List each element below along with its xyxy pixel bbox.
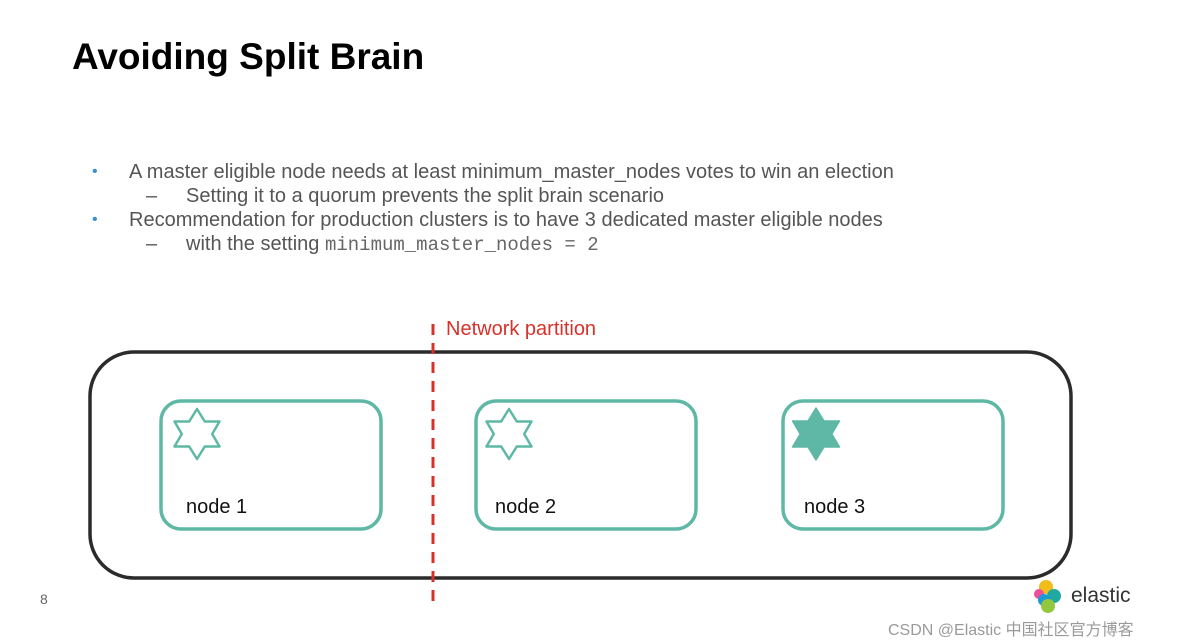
sub-bullet-marker: – — [146, 185, 158, 207]
bullet-marker: • — [92, 163, 98, 180]
node-label: node 3 — [804, 496, 866, 518]
logo-text: elastic — [1071, 584, 1131, 607]
star-outline-icon — [173, 407, 221, 461]
cluster-outline — [88, 350, 1073, 580]
node-label: node 2 — [495, 496, 557, 518]
page-number: 8 — [40, 591, 48, 607]
partition-label: Network partition — [446, 318, 597, 340]
setting-code: minimum_master_nodes = 2 — [324, 234, 599, 256]
star-outline-icon — [485, 407, 533, 461]
sub-bullet-marker: – — [146, 233, 158, 255]
bullet-text: Recommendation for production clusters i… — [129, 209, 883, 231]
elastic-logo-icon — [1034, 580, 1061, 613]
bullet-marker: • — [92, 211, 98, 228]
node-box — [159, 399, 383, 531]
bullet-text: A master eligible node needs at least mi… — [129, 161, 894, 183]
slide-title: Avoiding Split Brain — [72, 36, 425, 77]
sub-bullet-text-part: with the setting — [186, 233, 325, 255]
watermark: CSDN @Elastic 中国社区官方博客 — [888, 622, 1134, 639]
node-label: node 1 — [186, 496, 248, 518]
node-box — [781, 399, 1005, 531]
sub-bullet-text: Setting it to a quorum prevents the spli… — [186, 185, 665, 207]
node-box — [474, 399, 698, 531]
sub-bullet-text: with the setting minimum_master_nodes = … — [186, 232, 599, 257]
star-filled-icon — [791, 407, 841, 461]
